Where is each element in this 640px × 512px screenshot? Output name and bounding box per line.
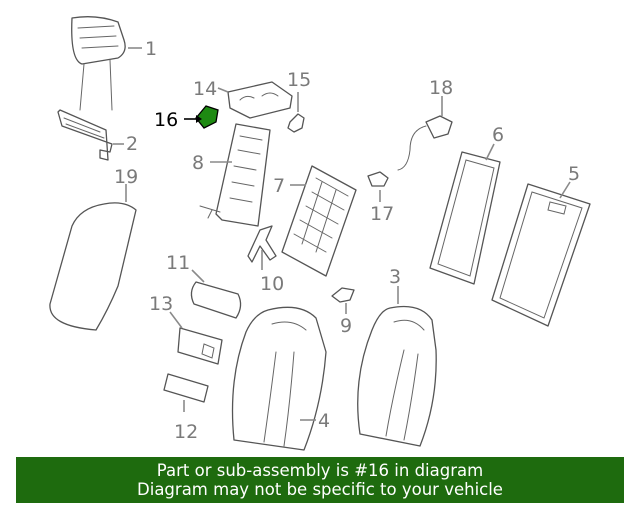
part-7-frame[interactable] bbox=[281, 165, 357, 277]
part-11-pad[interactable] bbox=[190, 281, 242, 319]
callout-label-3: 3 bbox=[389, 266, 401, 288]
part-1-headrest[interactable] bbox=[71, 16, 126, 111]
part-17-clip[interactable] bbox=[367, 171, 389, 187]
part-16-highlighted[interactable] bbox=[195, 105, 219, 129]
callout-1: 1 bbox=[128, 38, 157, 60]
callout-18: 18 bbox=[429, 77, 453, 116]
callout-17: 17 bbox=[370, 190, 394, 225]
callout-2: 2 bbox=[113, 133, 138, 155]
callout-16: 16 bbox=[154, 109, 202, 131]
callout-label-5: 5 bbox=[568, 163, 580, 185]
callout-label-1: 1 bbox=[145, 38, 157, 60]
part-5-panel[interactable] bbox=[491, 183, 591, 327]
parts-diagram: 1 2 19 14 15 16 bbox=[49, 16, 591, 451]
banner-line-2: Diagram may not be specific to your vehi… bbox=[137, 480, 503, 499]
part-14-cover[interactable] bbox=[227, 81, 293, 119]
callout-label-13: 13 bbox=[149, 293, 173, 315]
part-3-seat-back[interactable] bbox=[357, 305, 437, 447]
callout-label-17: 17 bbox=[370, 203, 394, 225]
callout-4: 4 bbox=[300, 410, 330, 432]
part-19-side-bolster[interactable] bbox=[49, 202, 137, 331]
callout-13: 13 bbox=[149, 293, 183, 329]
callout-12: 12 bbox=[174, 400, 198, 443]
info-banner: Part or sub-assembly is #16 in diagram D… bbox=[16, 457, 624, 503]
part-8-backrest-frame[interactable] bbox=[199, 123, 271, 227]
callout-label-16: 16 bbox=[154, 109, 178, 131]
callout-label-15: 15 bbox=[287, 69, 311, 91]
callout-15: 15 bbox=[287, 69, 311, 112]
part-6-panel[interactable] bbox=[429, 151, 501, 285]
part-12-block[interactable] bbox=[163, 373, 209, 403]
callout-label-12: 12 bbox=[174, 421, 198, 443]
callout-14: 14 bbox=[193, 78, 229, 100]
callout-7: 7 bbox=[273, 175, 306, 197]
callout-label-9: 9 bbox=[340, 315, 352, 337]
callout-label-19: 19 bbox=[114, 166, 138, 188]
callout-label-11: 11 bbox=[166, 252, 190, 274]
callout-label-2: 2 bbox=[126, 133, 138, 155]
callout-10: 10 bbox=[260, 250, 284, 295]
part-10-link[interactable] bbox=[247, 225, 277, 263]
callout-label-10: 10 bbox=[260, 273, 284, 295]
callout-8: 8 bbox=[192, 152, 232, 174]
callout-label-6: 6 bbox=[492, 124, 504, 146]
banner-line-1: Part or sub-assembly is #16 in diagram bbox=[156, 461, 484, 480]
part-2-bracket[interactable] bbox=[57, 109, 113, 161]
callout-5: 5 bbox=[559, 163, 580, 199]
callout-label-18: 18 bbox=[429, 77, 453, 99]
callout-11: 11 bbox=[166, 252, 205, 283]
part-13-block[interactable] bbox=[177, 327, 223, 365]
callout-label-7: 7 bbox=[273, 175, 285, 197]
callout-label-4: 4 bbox=[318, 410, 330, 432]
callout-19: 19 bbox=[114, 166, 138, 202]
part-9-clip[interactable] bbox=[331, 287, 355, 303]
part-15-clip[interactable] bbox=[287, 113, 305, 133]
callout-label-14: 14 bbox=[193, 78, 217, 100]
callout-label-8: 8 bbox=[192, 152, 204, 174]
part-18-connector[interactable] bbox=[397, 115, 453, 171]
callout-6: 6 bbox=[485, 124, 504, 161]
part-4-seat-back[interactable] bbox=[231, 306, 327, 451]
callout-9: 9 bbox=[340, 303, 352, 337]
callout-3: 3 bbox=[389, 266, 401, 304]
